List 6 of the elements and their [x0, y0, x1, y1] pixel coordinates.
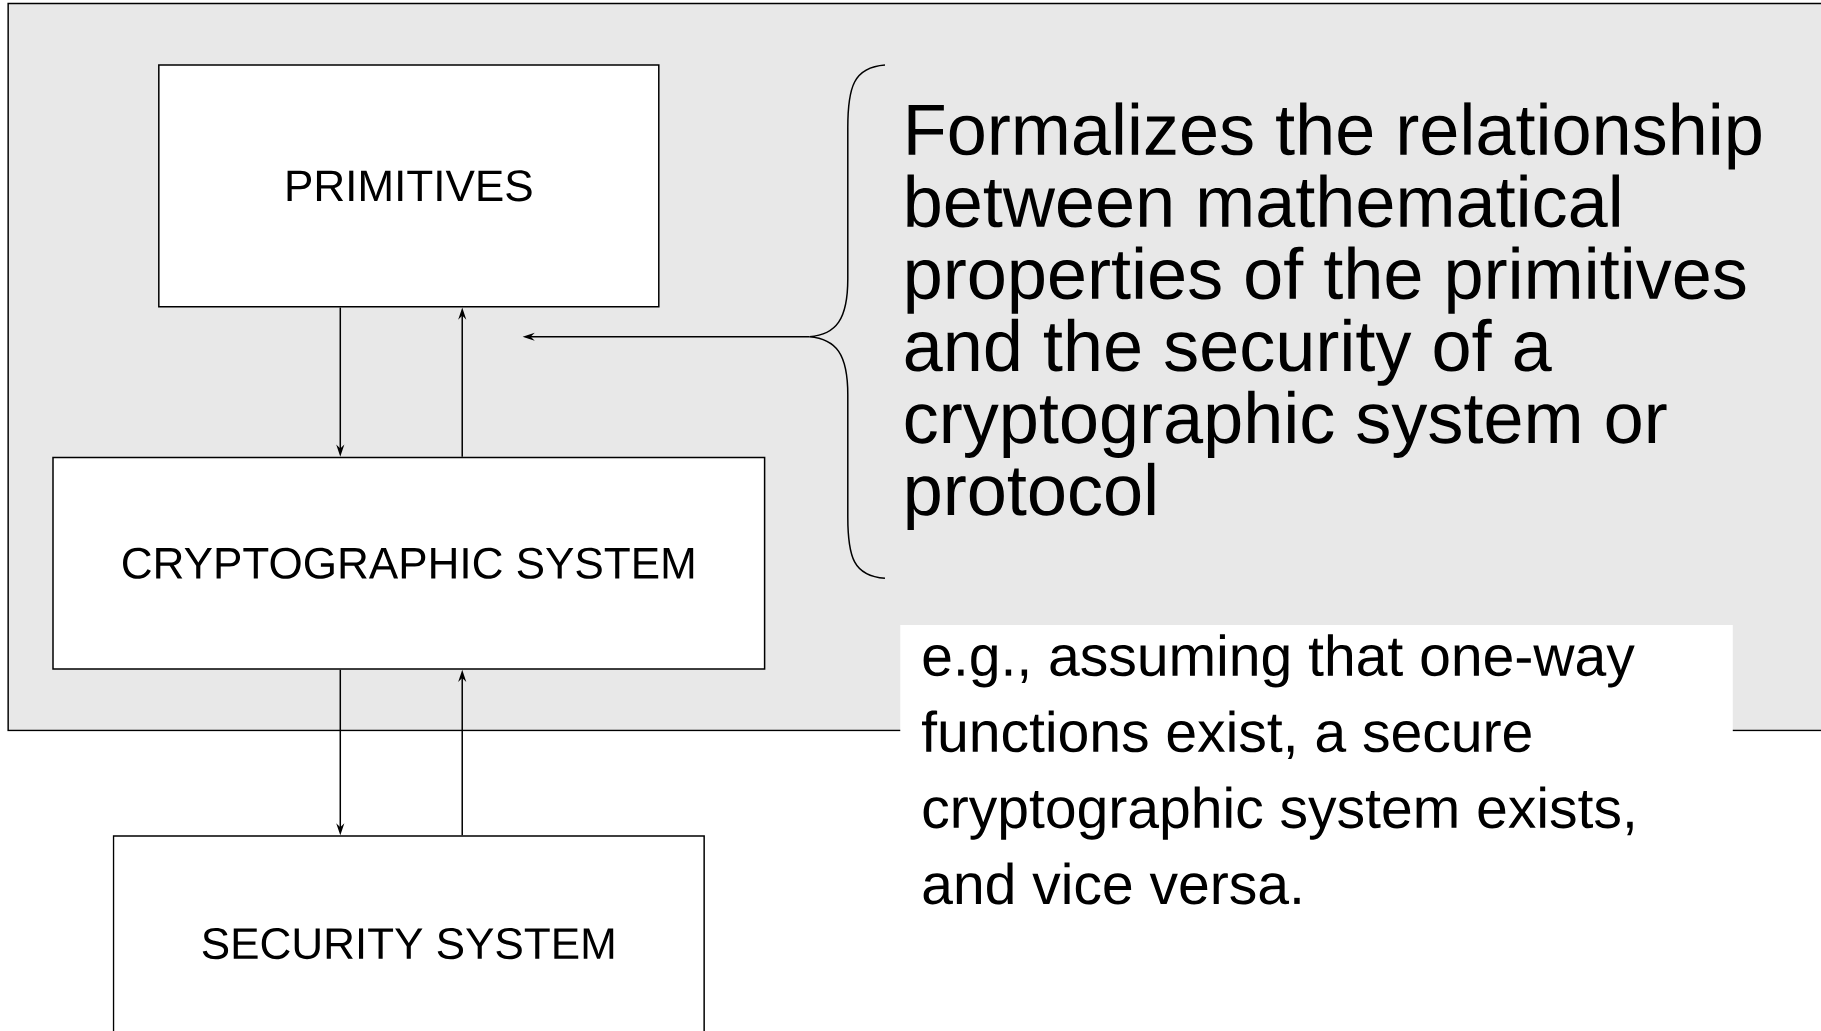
process-box: PRIMITIVES — [158, 64, 660, 308]
example-box: e.g., assuming that one-way functions exist, a secure cryptographic system exists, and vice versa. — [900, 624, 1733, 1031]
process-box: CRYPTOGRAPHIC SYSTEM — [52, 456, 766, 670]
description-text: Formalizes the relationship between mathematical properties of the primitives and the security of a cryptographic system or protocol — [905, 102, 1761, 530]
process-box: SECURITY SYSTEM — [112, 835, 705, 1031]
node-label: e.g., assuming that one-way functions exist, a secure cryptographic system exists, and vice versa. — [922, 634, 1635, 905]
